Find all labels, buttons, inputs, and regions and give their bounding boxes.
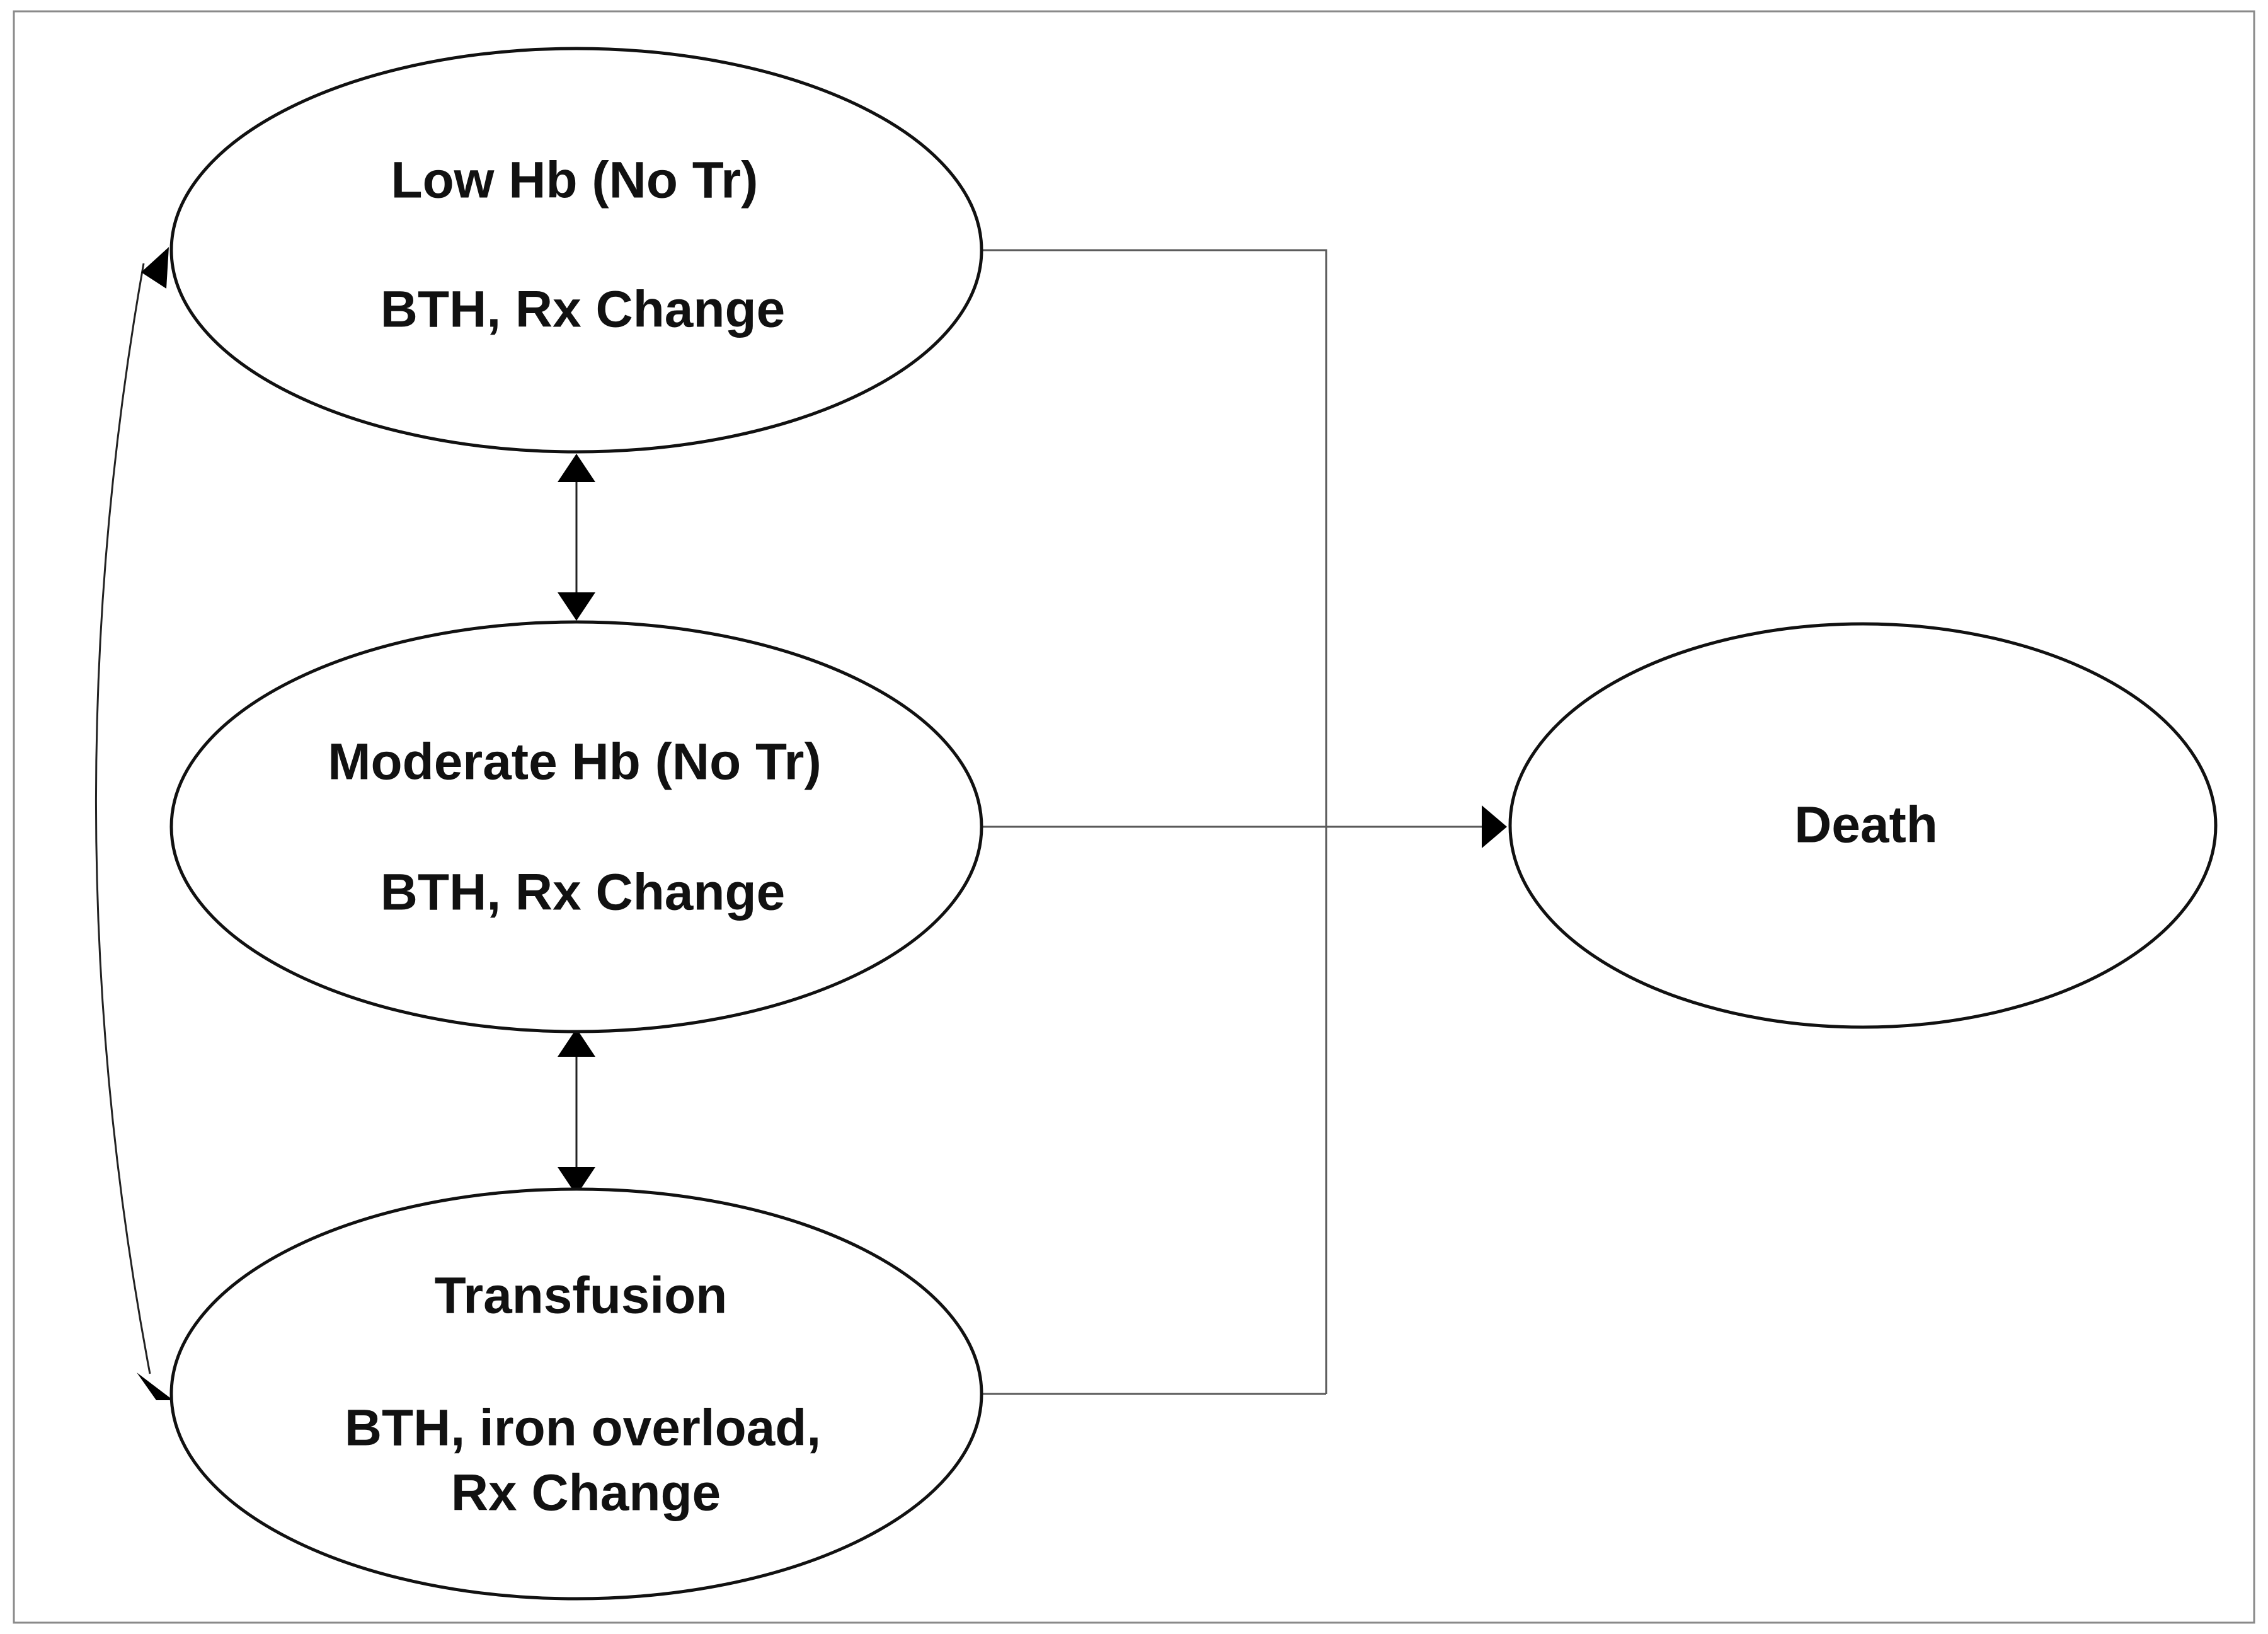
node-subtitle: BTH, Rx Change xyxy=(381,864,785,921)
arrowhead-down-icon xyxy=(558,1167,595,1195)
state-node-transfusion: Transfusion BTH, iron overload, Rx Chang… xyxy=(169,1187,983,1601)
node-title: Low Hb (No Tr) xyxy=(391,152,758,209)
node-title: Death xyxy=(1794,797,1938,854)
connector-low-to-bus xyxy=(983,249,1327,1394)
node-subtitle-line-1: BTH, iron overload, xyxy=(345,1400,821,1457)
node-title: Moderate Hb (No Tr) xyxy=(328,734,822,791)
arrowhead-down-icon xyxy=(558,592,595,621)
node-subtitle: BTH, Rx Change xyxy=(381,281,785,338)
state-node-death: Death xyxy=(1508,622,2218,1029)
node-subtitle-line-2: Rx Change xyxy=(451,1464,721,1522)
arrowhead-down-icon xyxy=(137,1372,173,1400)
node-title: Transfusion xyxy=(435,1267,728,1325)
arrowhead-up-icon xyxy=(558,454,595,482)
state-node-moderate-hb: Moderate Hb (No Tr) BTH, Rx Change xyxy=(169,620,983,1033)
arrowhead-up-icon xyxy=(558,1028,595,1057)
death-arrowhead-icon xyxy=(1482,805,1507,848)
arrow-low-transfusion xyxy=(94,263,151,1374)
arrowhead-up-icon xyxy=(141,247,169,289)
state-node-low-hb: Low Hb (No Tr) BTH, Rx Change xyxy=(169,47,983,454)
